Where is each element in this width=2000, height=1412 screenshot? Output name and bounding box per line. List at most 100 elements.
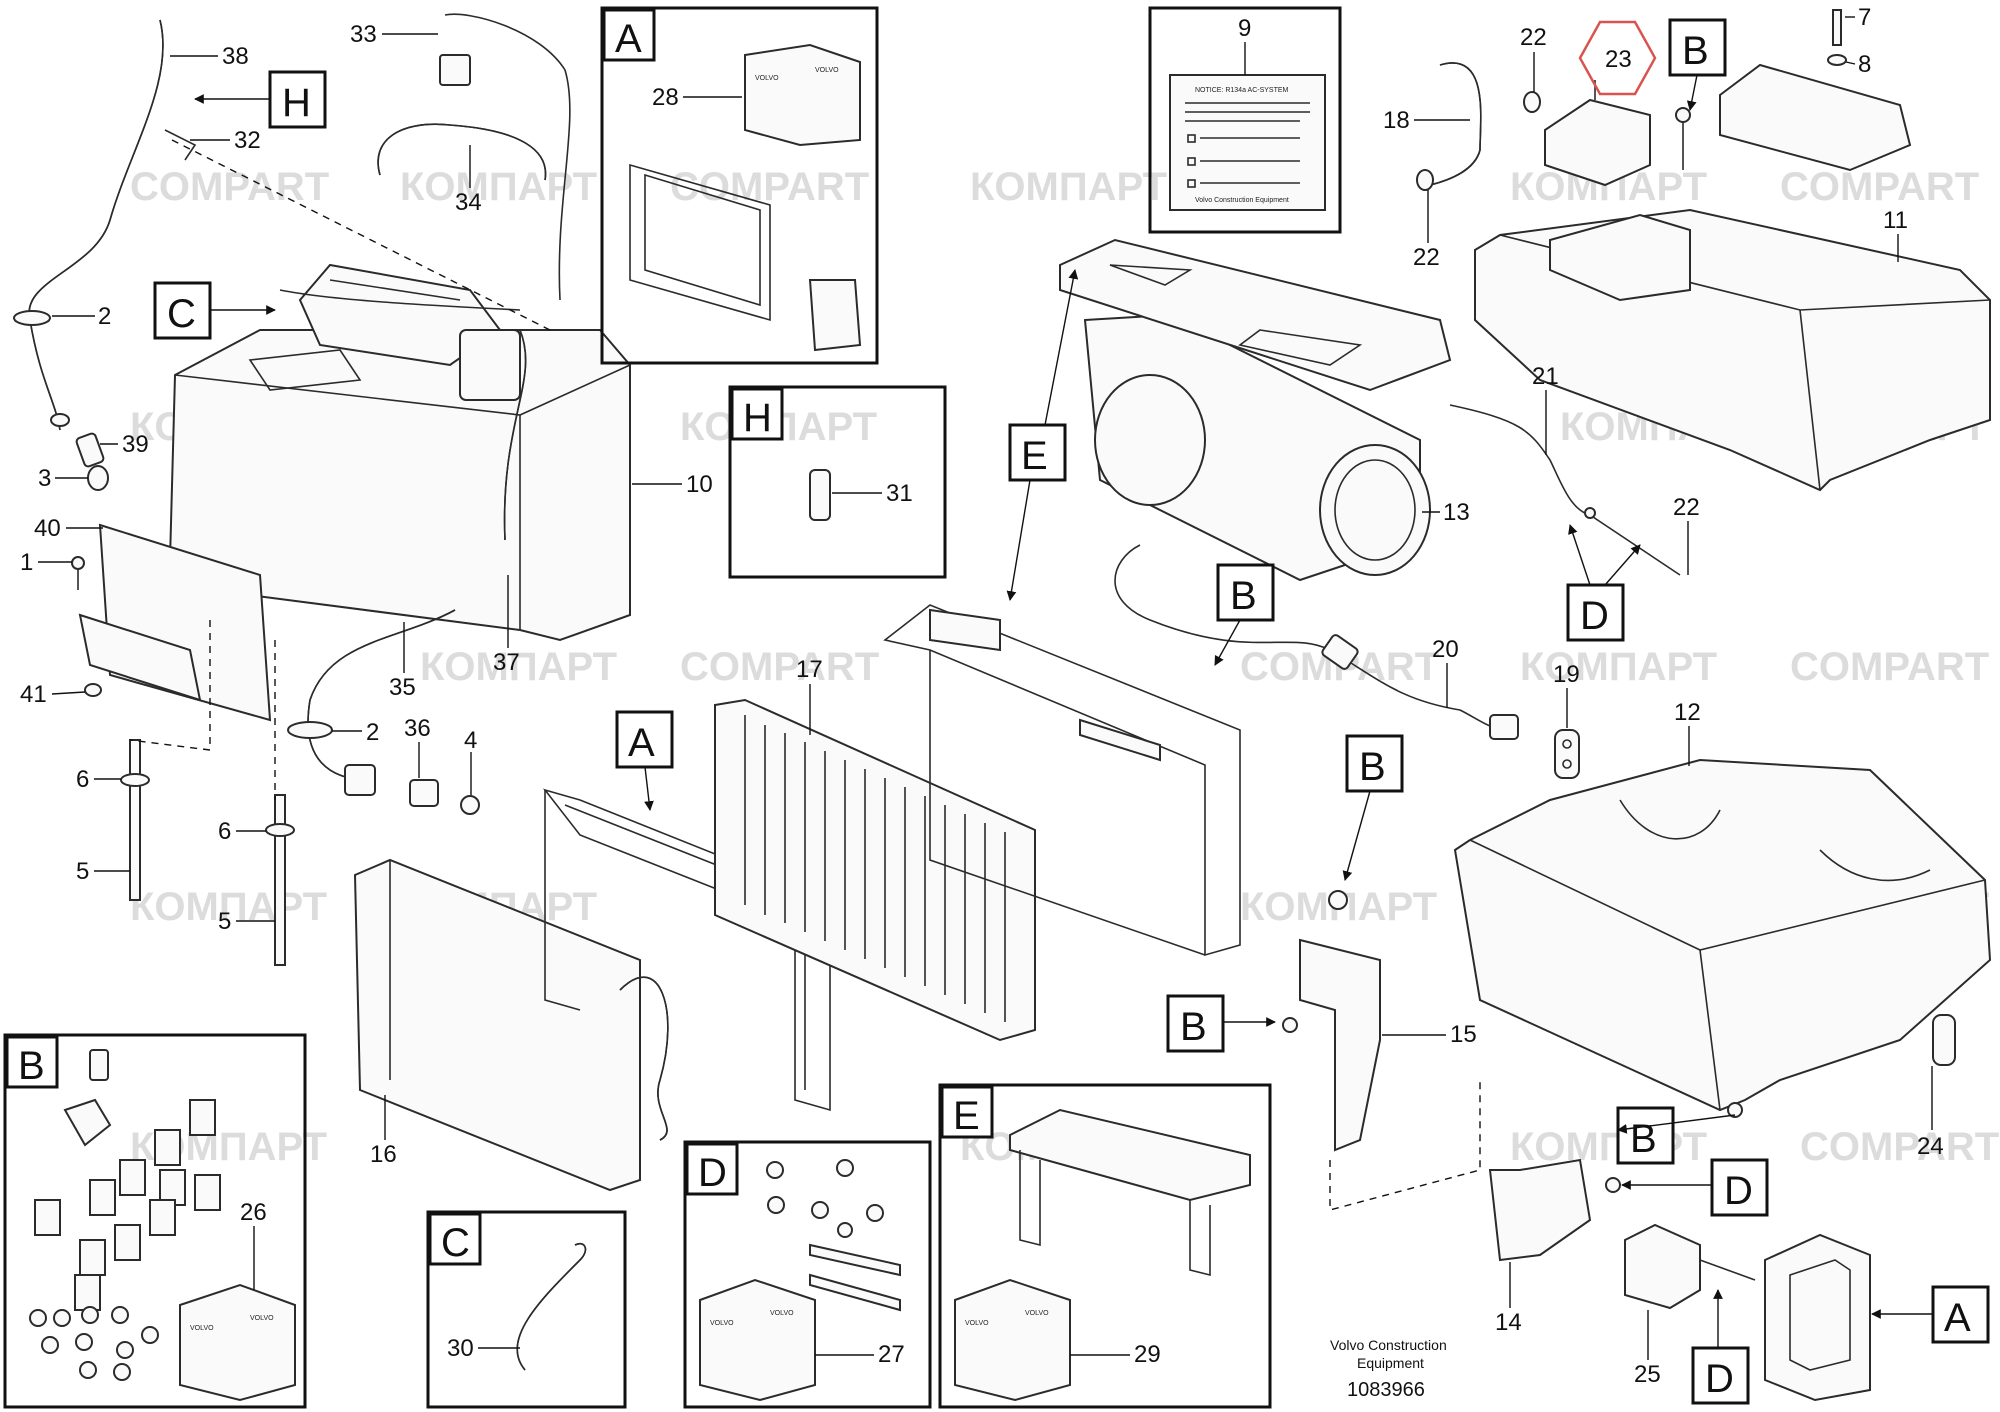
expansion-valve-25-shape: [1624, 1223, 1701, 1310]
footer-caption-line1: Volvo Construction: [1330, 1337, 1447, 1353]
callout-number: 14: [1495, 1309, 1522, 1336]
evaporator-16-shape: [353, 858, 641, 1192]
callout-number: 6: [76, 766, 89, 793]
connector-block-shape: [459, 329, 521, 401]
seal-ring-a-shape: [1764, 1233, 1871, 1402]
kit-box-brand: VOLVO: [190, 1325, 214, 1332]
kit-box-brand: VOLVO: [770, 1310, 794, 1317]
watermark-text: КОМПАРТ: [1510, 1125, 1707, 1169]
center-parts: [353, 238, 1519, 1211]
callout-number: 18: [1383, 107, 1410, 134]
document-footer: Volvo Construction Equipment 1083966: [1330, 1337, 1447, 1401]
screw-7-shape: [1832, 9, 1842, 46]
lower-housing-12-shape: [1453, 758, 1992, 1112]
seal-19-shape: [1554, 729, 1580, 779]
drain-tube-5b-shape: [274, 794, 286, 966]
callout-number: 13: [1443, 499, 1470, 526]
callout-number: 25: [1634, 1361, 1661, 1388]
callout-number: 27: [878, 1341, 905, 1368]
detail-panel-h: H: [728, 385, 947, 579]
callout-number: 32: [234, 127, 261, 154]
ref-b-box: B: [1630, 1117, 1657, 1161]
detail-panel-a: A VOLVO VOLVO: [600, 6, 879, 365]
kit-box-27-shape: [699, 1278, 816, 1402]
watermark-text: КОМПАРТ: [130, 885, 327, 929]
callout-number: 4: [464, 727, 477, 754]
footer-caption-line2: Equipment: [1357, 1355, 1424, 1371]
ref-d-box: D: [1724, 1169, 1753, 1213]
connector-33-shape: [439, 54, 471, 86]
callout-number: 40: [34, 515, 61, 542]
panel-e-letter: E: [953, 1094, 980, 1138]
panel-h-letter: H: [743, 396, 772, 440]
ref-a-box: A: [1944, 1296, 1971, 1340]
kit-box-26-shape: [179, 1283, 296, 1402]
clamp-3-shape: [87, 465, 109, 491]
document-number: 1083966: [1347, 1379, 1425, 1401]
panel-a-frame: [600, 6, 879, 365]
notice-footer: Volvo Construction Equipment: [1195, 197, 1289, 204]
heater-core-fins: [744, 715, 1006, 1022]
notice-panel-9: NOTICE: R134a AC-SYSTEM Volvo Constructi…: [1148, 6, 1342, 234]
hose-36-shape: [409, 779, 439, 807]
callout-number: 5: [76, 858, 89, 885]
callout-number: 30: [447, 1335, 474, 1362]
ref-a-box: A: [628, 721, 655, 765]
clamp-4-shape: [460, 795, 480, 815]
callout-number: 34: [455, 189, 482, 216]
callout-number: 24: [1917, 1133, 1944, 1160]
watermark-text: COMPART: [130, 165, 329, 209]
bracket-14-shape: [1488, 1158, 1592, 1262]
callout-numbers: 1 2 2 3 4 5 5 6 6 7 8 9 10: [20, 4, 1944, 1388]
ref-b-box: B: [1230, 574, 1257, 618]
callout-number: 35: [389, 674, 416, 701]
washer-8-shape: [1827, 54, 1847, 66]
blower-wheel-left-shape: [1094, 374, 1206, 506]
callout-number: 26: [240, 1199, 267, 1226]
watermark-text: COMPART: [680, 645, 879, 689]
detail-panel-b: B VOLVO VOLVO: [3, 1033, 307, 1409]
kit-box-28-shape: [744, 43, 861, 147]
callout-number: 15: [1450, 1021, 1477, 1048]
ref-b-box: B: [1682, 29, 1709, 73]
ref-b-box: B: [1180, 1005, 1207, 1049]
callout-number: 12: [1674, 699, 1701, 726]
callout-number: 37: [493, 649, 520, 676]
callout-number: 22: [1673, 494, 1700, 521]
callout-number: 11: [1883, 207, 1908, 234]
panel-b-letter: B: [18, 1044, 45, 1088]
notice-title: NOTICE: R134a AC-SYSTEM: [1195, 87, 1289, 94]
callout-number: 3: [38, 465, 51, 492]
kit-box-29-shape: [954, 1278, 1071, 1402]
kit-box-brand: VOLVO: [965, 1320, 989, 1327]
screw-set-shapes: [29, 1306, 159, 1381]
callout-number: 19: [1553, 661, 1580, 688]
kit-box-brand: VOLVO: [815, 67, 839, 74]
kit-box-brand: VOLVO: [710, 1320, 734, 1327]
callout-number: 2: [98, 303, 111, 330]
detail-panel-e: E VOLVO VOLVO: [938, 1083, 1272, 1409]
callout-number: 31: [886, 480, 913, 507]
callout-number: 8: [1858, 51, 1871, 78]
callout-23-highlight[interactable]: 23: [1578, 20, 1657, 96]
fitting-39-shape: [75, 432, 105, 468]
drain-tube-5-shape: [129, 739, 141, 901]
watermark-text: COMPART: [670, 165, 869, 209]
watermark-text: COMPART: [1790, 645, 1989, 689]
panel-c-letter: C: [441, 1221, 470, 1265]
connector-20-shape: [1489, 714, 1519, 740]
callout-number: 22: [1413, 244, 1440, 271]
clip-set-shapes: [34, 1099, 221, 1311]
grommet-2-shape: [13, 310, 51, 326]
callout-number: 28: [652, 84, 679, 111]
callout-number: 20: [1432, 636, 1459, 663]
ref-d-box: D: [1705, 1357, 1734, 1401]
watermark-text: COMPART: [1780, 165, 1979, 209]
panel-d-letter: D: [698, 1151, 727, 1195]
valve-23-shape: [1544, 98, 1651, 187]
seal-24-shape: [1932, 1014, 1956, 1066]
callout-number: 29: [1134, 1341, 1161, 1368]
bracket-15-shape: [1299, 938, 1381, 1152]
ref-b-box: B: [1359, 745, 1386, 789]
